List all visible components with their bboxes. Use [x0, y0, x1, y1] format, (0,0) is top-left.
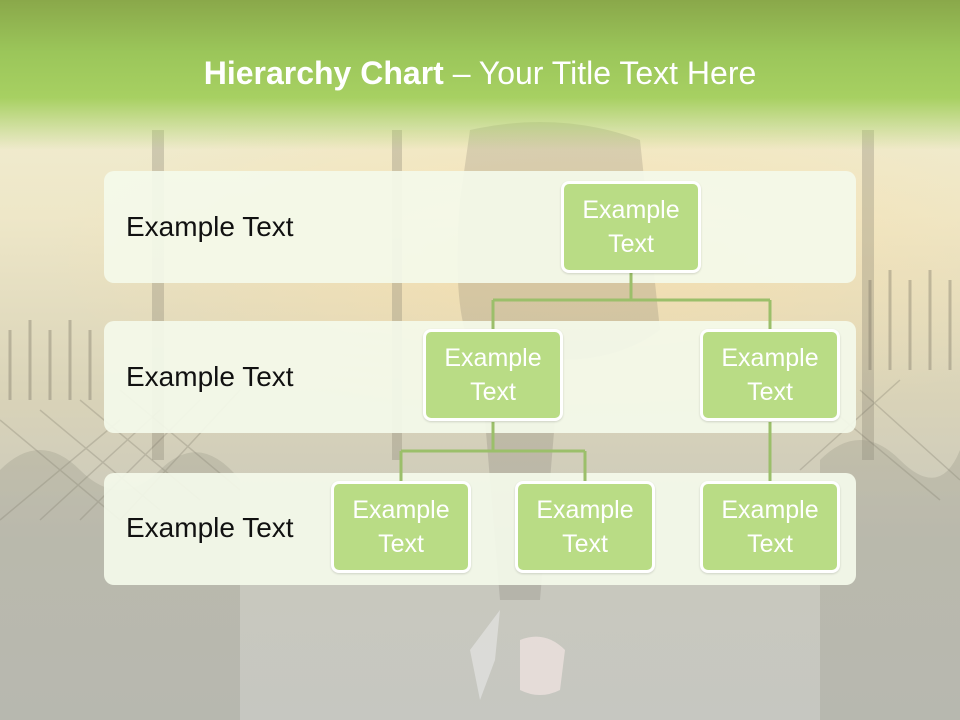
node-level3-2[interactable]: Example Text — [515, 481, 655, 573]
level-label-3: Example Text — [126, 512, 294, 543]
connector-root — [491, 273, 772, 329]
connector-left — [399, 422, 587, 481]
node-level2-right[interactable]: Example Text — [700, 329, 840, 421]
level-label-1: Example Text — [126, 211, 294, 242]
title-bold: Hierarchy Chart — [203, 55, 444, 91]
level-label-2: Example Text — [126, 361, 294, 392]
level-band-1 — [104, 171, 856, 283]
node-level2-left[interactable]: Example Text — [423, 329, 563, 421]
node-level3-3[interactable]: Example Text — [700, 481, 840, 573]
slide-title: Hierarchy Chart – Your Title Text Here — [0, 55, 960, 92]
node-root[interactable]: Example Text — [561, 181, 701, 273]
node-level3-1[interactable]: Example Text — [331, 481, 471, 573]
title-rest: – Your Title Text Here — [443, 55, 757, 91]
title-bar — [0, 0, 960, 150]
